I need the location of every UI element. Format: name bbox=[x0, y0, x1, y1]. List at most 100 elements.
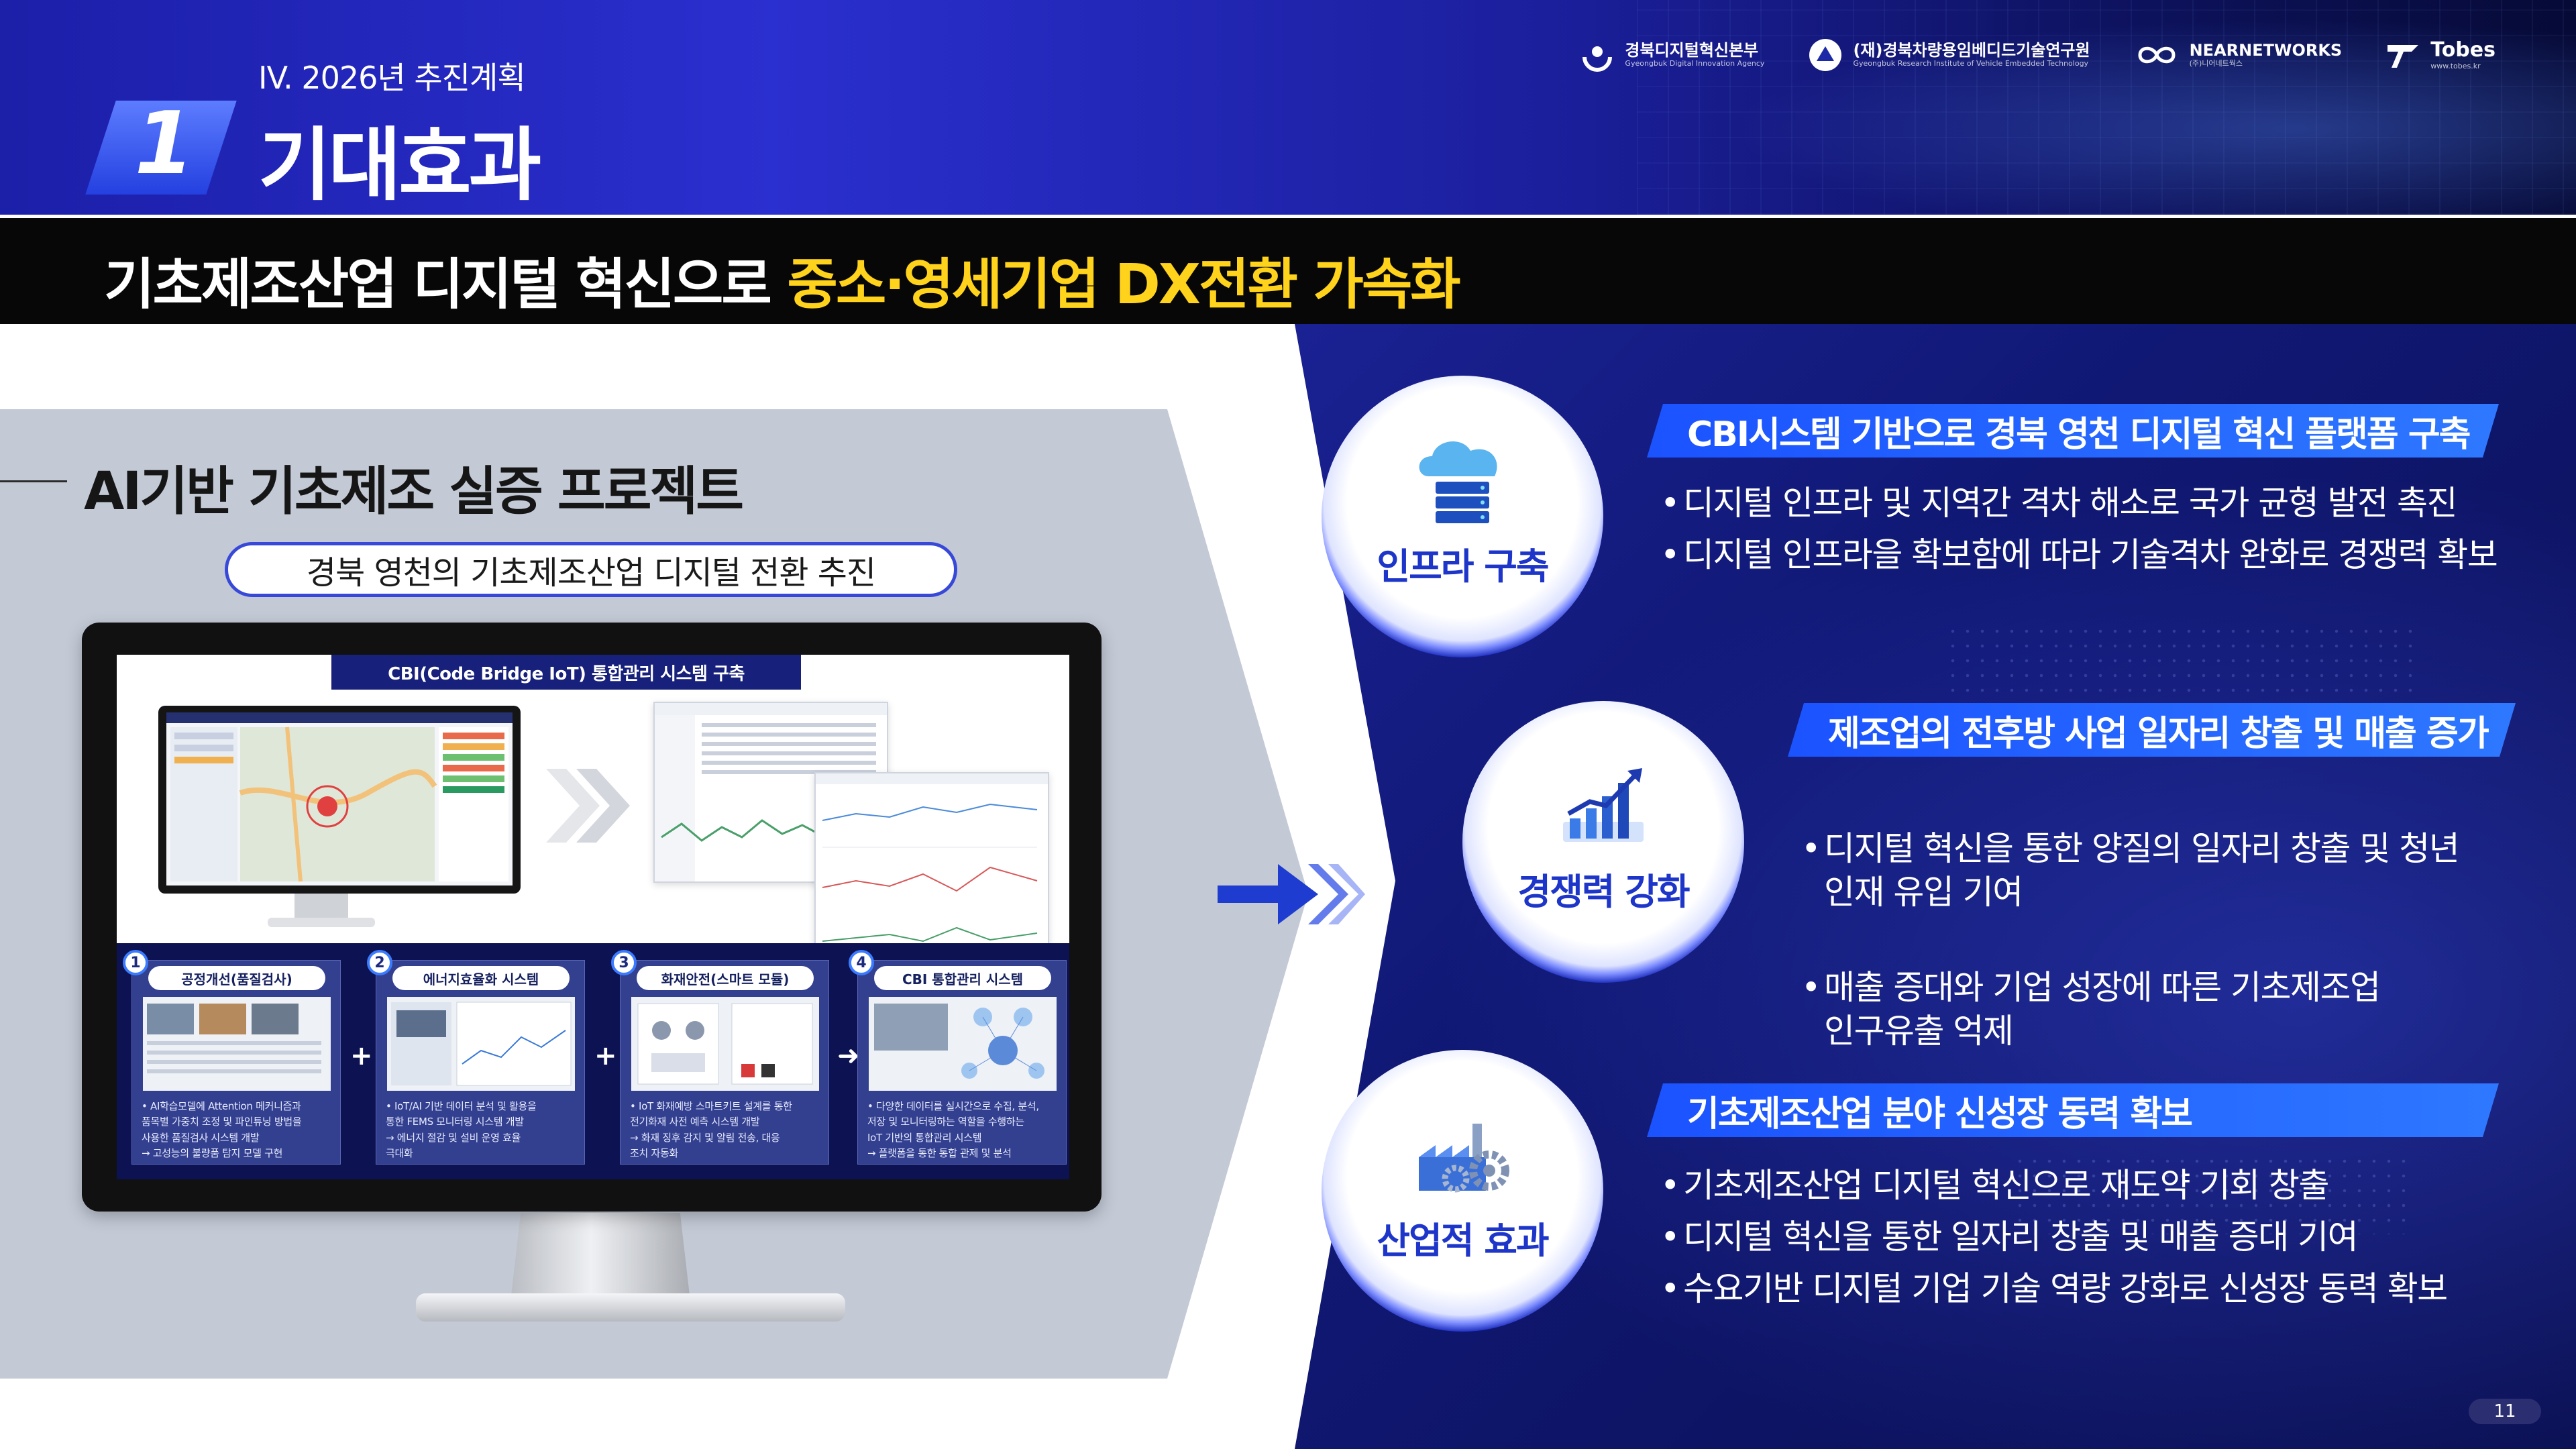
bullet-item: 디지털 혁신을 통한 양질의 일자리 창출 및 청년 인재 유입 기여 bbox=[1801, 827, 2539, 914]
effect-ribbon-2: 제조업의 전후방 사업 일자리 창출 및 매출 증가 bbox=[1788, 703, 2516, 757]
logo-gdia-sub: Gyeongbuk Digital Innovation Agency bbox=[1625, 59, 1765, 68]
logo-gdia-name: 경북디지털혁신본부 bbox=[1625, 40, 1759, 60]
mini-monitor-stand bbox=[294, 894, 348, 920]
logo-tobes: Tobes www.tobes.kr bbox=[2385, 37, 2496, 73]
step-desc-line: • IoT/AI 기반 데이터 분석 및 활용을 bbox=[386, 1100, 537, 1112]
step-caption: 공정개선(품질검사) bbox=[148, 966, 325, 990]
logo-gitc-sub: Gyeongbuk Research Institute of Vehicle … bbox=[1853, 59, 2089, 68]
effect-ribbon-1: CBI시스템 기반으로 경북 영천 디지털 혁신 플랫폼 구축 bbox=[1647, 404, 2499, 458]
step-desc-line: 전기화재 사전 예측 시스템 개발 bbox=[630, 1116, 760, 1128]
step-screenshot bbox=[869, 997, 1057, 1091]
dot-pattern bbox=[1945, 624, 2415, 698]
section-label: IV. 2026년 추진계획 bbox=[258, 60, 526, 96]
logo-tobes-name: Tobes bbox=[2430, 38, 2496, 62]
join-arrow: ➜ bbox=[837, 1040, 860, 1071]
section-number: 1 bbox=[134, 94, 195, 194]
cloud-server-icon bbox=[1419, 441, 1497, 523]
table-dashboard-icon bbox=[655, 703, 887, 881]
factory-gears-icon bbox=[1419, 1124, 1509, 1193]
monitor-stand-neck bbox=[510, 1213, 691, 1307]
step-desc-line: • 다양한 데이터를 실시간으로 수집, 분석, bbox=[867, 1100, 1039, 1112]
map-dashboard-icon bbox=[166, 712, 513, 882]
title-rule bbox=[0, 480, 67, 482]
effect-circle-label: 산업적 효과 bbox=[1377, 1220, 1549, 1262]
logo-gitc: (재)경북차량용임베디드기술연구원 Gyeongbuk Research Ins… bbox=[1807, 37, 2090, 73]
step-card-1: 1 공정개선(품질검사) • AI학습모델에 Attention 메커니즘과 품… bbox=[123, 950, 341, 1165]
project-pill: 경북 영천의 기초제조산업 디지털 전환 추진 bbox=[225, 542, 957, 597]
join-plus: + bbox=[594, 1040, 617, 1071]
mini-monitor bbox=[158, 706, 521, 894]
step-desc-line: 사용한 품질검사 시스템 개발 bbox=[142, 1131, 260, 1144]
infinity-logo-icon bbox=[2138, 46, 2176, 64]
effect-circle-label: 경쟁력 강화 bbox=[1517, 871, 1690, 913]
effect-circle-label: 인프라 구축 bbox=[1377, 545, 1549, 588]
page-number: 11 bbox=[2469, 1399, 2541, 1424]
step-card-3: 3 화재안전(스마트 모듈) • IoT 화재예방 스마트키트 설계를 통한 전… bbox=[611, 950, 829, 1165]
logo-tobes-sub: www.tobes.kr bbox=[2430, 61, 2481, 70]
partner-logos: 경북디지털혁신본부 Gyeongbuk Digital Innovation A… bbox=[1579, 35, 2496, 75]
step-badge: 1 bbox=[123, 950, 148, 975]
step-desc-line: 품목별 가중치 조정 및 파인튜닝 방법을 bbox=[142, 1116, 302, 1128]
step-card-2: 2 에너지효율화 시스템 • IoT/AI 기반 데이터 분석 및 활용을 통한… bbox=[367, 950, 585, 1165]
step-card-4: 4 CBI 통합관리 시스템 • 다양한 데이터를 실시간으로 수집, 분석, … bbox=[849, 950, 1067, 1165]
step-desc-line: → 화재 징후 감지 및 알림 전송, 대응 bbox=[630, 1131, 780, 1144]
map-dashboard-thumb bbox=[166, 712, 513, 885]
step-desc: • 다양한 데이터를 실시간으로 수집, 분석, 저장 및 모니터링하는 역할을… bbox=[867, 1099, 1062, 1161]
page-subtitle: 기초제조산업 디지털 혁신으로 중소·영세기업 DX전환 가속화 bbox=[104, 239, 1461, 319]
step-desc-line: 극대화 bbox=[386, 1146, 413, 1159]
tobes-logo-icon bbox=[2387, 45, 2419, 68]
energy-monitoring-icon bbox=[391, 1002, 572, 1086]
bullet-item: 디지털 인프라을 확보함에 따라 기술격차 완화로 경쟁력 확보 bbox=[1660, 533, 2532, 577]
step-desc-line: 조치 자동화 bbox=[630, 1146, 678, 1159]
bullet-item: 수요기반 디지털 기업 기술 역량 강화로 신성장 동력 확보 bbox=[1660, 1267, 2532, 1311]
mini-monitor-base bbox=[268, 918, 375, 927]
step-desc-line: • IoT 화재예방 스마트키트 설계를 통한 bbox=[630, 1100, 792, 1112]
step-caption: 화재안전(스마트 모듈) bbox=[637, 966, 814, 990]
logo-nearnetworks-name: NEARNETWORKS bbox=[2189, 40, 2343, 60]
growth-chart-icon bbox=[1563, 768, 1644, 842]
effect-bullets-2: 디지털 혁신을 통한 양질의 일자리 창출 및 청년 인재 유입 기여 매출 증… bbox=[1801, 784, 2539, 1105]
gdia-logo-icon bbox=[1582, 46, 1613, 72]
logo-nearnetworks: NEARNETWORKS (주)니어네트웍스 bbox=[2133, 37, 2343, 73]
effect-circle-industry: 산업적 효과 bbox=[1322, 1050, 1603, 1332]
bullet-item: 디지털 인프라 및 지역간 격차 해소로 국가 균형 발전 촉진 bbox=[1660, 482, 2532, 525]
fire-safety-module-icon bbox=[637, 1003, 813, 1085]
step-screenshot bbox=[631, 997, 819, 1091]
logo-nearnetworks-sub: (주)니어네트웍스 bbox=[2189, 59, 2243, 68]
effect-circle-infra: 인프라 구축 bbox=[1322, 376, 1603, 657]
step-desc-line: 저장 및 모니터링하는 역할을 수행하는 bbox=[867, 1116, 1024, 1128]
step-desc: • IoT 화재예방 스마트키트 설계를 통한 전기화재 사전 예측 시스템 개… bbox=[630, 1099, 824, 1161]
step-badge: 3 bbox=[611, 950, 637, 975]
effect-circle-competitiveness: 경쟁력 강화 bbox=[1462, 701, 1744, 983]
step-desc-line: → 고성능의 불량품 탐지 모델 구현 bbox=[142, 1146, 283, 1159]
line-charts-icon bbox=[816, 773, 1048, 943]
step-desc: • AI학습모델에 Attention 메커니즘과 품목별 가중치 조정 및 파… bbox=[142, 1099, 336, 1161]
double-chevron-icon bbox=[546, 769, 630, 843]
bullet-item: 기초제조산업 디지털 혁신으로 재도약 기회 창출 bbox=[1660, 1164, 2532, 1208]
bullet-item: 매출 증대와 기업 성장에 따른 기초제조업 인구유출 억제 bbox=[1801, 966, 2539, 1053]
monitor-screen: CBI(Code Bridge IoT) 통합관리 시스템 구축 bbox=[117, 655, 1069, 1179]
subtitle-band: 기초제조산업 디지털 혁신으로 중소·영세기업 DX전환 가속화 bbox=[0, 218, 2576, 324]
monitor-stand-base bbox=[416, 1293, 845, 1322]
step-badge: 4 bbox=[849, 950, 874, 975]
effect-bullets-1: 디지털 인프라 및 지역간 격차 해소로 국가 균형 발전 촉진 디지털 인프라… bbox=[1660, 482, 2532, 585]
gitc-logo-icon bbox=[1809, 39, 1842, 71]
logo-gitc-name: (재)경북차량용임베디드기술연구원 bbox=[1853, 40, 2090, 60]
subtitle-highlight: 중소·영세기업 DX전환 가속화 bbox=[787, 253, 1460, 317]
quality-inspection-icon bbox=[147, 1004, 321, 1073]
step-caption: 에너지효율화 시스템 bbox=[392, 966, 570, 990]
step-screenshot bbox=[143, 997, 331, 1091]
step-desc-line: 통한 FEMS 모니터링 시스템 개발 bbox=[386, 1116, 524, 1128]
effect-bullets-3: 기초제조산업 디지털 혁신으로 재도약 기회 창출 디지털 혁신을 통한 일자리… bbox=[1660, 1164, 2532, 1319]
step-badge: 2 bbox=[367, 950, 392, 975]
step-desc-line: → 에너지 절감 및 설비 운영 효율 bbox=[386, 1131, 521, 1144]
header-tech-pattern bbox=[1637, 0, 2576, 215]
bullet-item: 디지털 혁신을 통한 일자리 창출 및 매출 증대 기여 bbox=[1660, 1216, 2532, 1259]
step-desc-line: → 플랫폼을 통한 통합 관제 및 분석 bbox=[867, 1146, 1012, 1159]
join-plus: + bbox=[350, 1040, 373, 1071]
step-caption: CBI 통합관리 시스템 bbox=[874, 966, 1051, 990]
flow-arrow-icon bbox=[1218, 864, 1365, 924]
header-band: IV. 2026년 추진계획 1 기대효과 경북디지털혁신본부 Gyeongbu… bbox=[0, 0, 2576, 215]
step-desc-line: IoT 기반의 통합관리 시스템 bbox=[867, 1131, 982, 1144]
step-screenshot bbox=[387, 997, 575, 1091]
